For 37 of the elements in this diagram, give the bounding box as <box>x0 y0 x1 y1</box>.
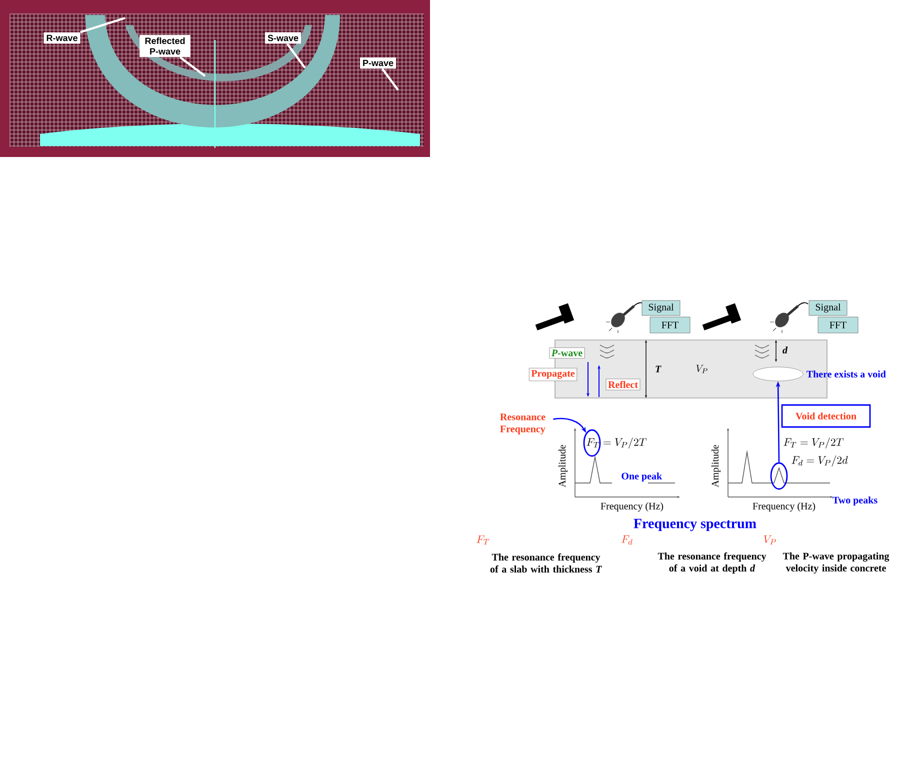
signal-box: Signal <box>642 300 680 316</box>
axis-label: Amplitude <box>558 444 568 488</box>
formula: $F_d = V_P / 2d$ <box>792 456 848 466</box>
fft-box: FFT <box>818 316 858 334</box>
formula: $V_P$ <box>696 364 708 374</box>
axis-label: Frequency (Hz) <box>600 502 664 512</box>
leader-line <box>80 16 126 34</box>
symbol: $V_P$ <box>764 535 776 545</box>
callout-box: P-wave <box>360 57 396 69</box>
dimension-label: T <box>656 366 662 372</box>
callout-box: Reflected P-wave <box>140 34 190 58</box>
description-text: The resonance frequency of a slab with thickness T <box>490 553 602 573</box>
label-box: P-wave <box>549 347 585 359</box>
highlight-circle <box>770 462 788 490</box>
description-text: The P-wave propagating velocity inside concrete <box>782 552 890 574</box>
chart-title: Frequency spectrum <box>634 518 756 532</box>
symbol: $F_d$ <box>621 535 632 545</box>
leader-line <box>179 56 206 77</box>
detection-box: Void detection <box>781 404 871 428</box>
label-box: Propagate <box>528 368 578 382</box>
symbol: $F_T$ <box>476 535 490 545</box>
callout-box: S-wave <box>265 32 302 44</box>
annotation-text: One peak <box>622 472 662 482</box>
label-box: Reflect <box>606 378 640 390</box>
axis-label: Frequency (Hz) <box>752 502 816 512</box>
signal-box: Signal <box>808 300 848 316</box>
formula: $F_T = V_P / 2T$ <box>784 438 844 448</box>
leader-line <box>381 68 399 91</box>
void-ellipse <box>752 366 804 382</box>
dimension-label: d <box>782 346 788 354</box>
annotation-text: Resonance Frequency <box>500 414 546 434</box>
annotation-text: There exists a void <box>806 370 886 378</box>
fft-box: FFT <box>650 316 690 334</box>
axis-label: Amplitude <box>711 444 721 488</box>
description-text: The resonance frequency of a void at depth d <box>658 552 766 574</box>
annotation-text: Two peaks <box>832 496 878 506</box>
leader-line <box>286 43 306 69</box>
